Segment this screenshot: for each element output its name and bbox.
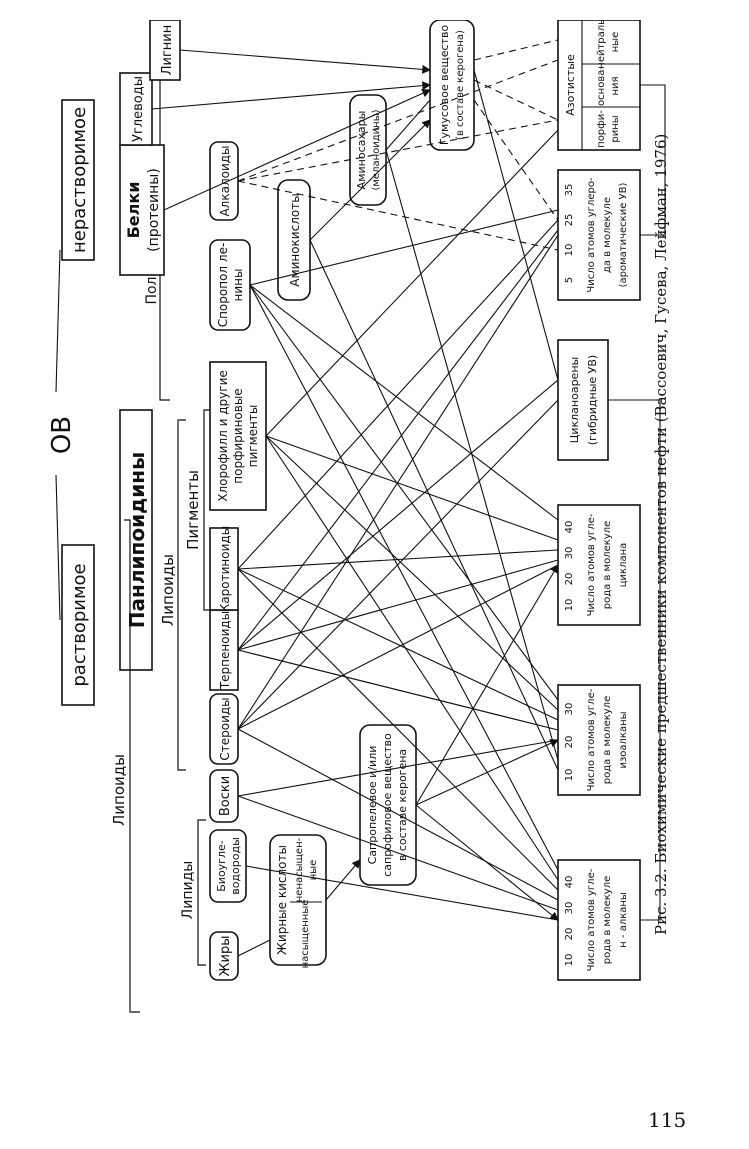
sapropel-label-2: сапрофиловое вещество [381, 733, 394, 877]
cyclanes-text-2: рода в молекуле [602, 521, 613, 609]
pigments-bracket [203, 409, 210, 611]
nitrogenous-bases-2: ния [610, 76, 621, 95]
waxes-label: Воски [218, 776, 233, 816]
ov-root-label: ОВ [47, 416, 77, 454]
figure-caption: Рис. 3.2. Биохимические предшественники … [652, 133, 670, 935]
connectors [151, 39, 666, 957]
fatty-acids-unsaturated-1: ненасыщен- [294, 837, 305, 902]
aromatic-text-1: Число атомов углеро- [586, 177, 597, 293]
proteins-label-2: (протеины) [146, 168, 162, 252]
amino-acids-label: Аминокислоты [288, 193, 302, 286]
insoluble-label: нерастворимое [69, 107, 90, 253]
sapropel-label-3: в составе керогена [396, 749, 409, 861]
lipoids-inner-label: Липоиды [159, 554, 177, 626]
n-alkanes-text-1: Число атомов угле- [586, 868, 597, 971]
fatty-acids-unsaturated-2: ные [308, 860, 319, 881]
nitrogenous-porphyrins-1: порфи- [596, 110, 607, 148]
cyclanes-tick-40: 40 [564, 521, 575, 534]
soluble-box [61, 544, 95, 706]
aromatic-tick-25: 25 [564, 214, 575, 227]
lipids-left-label: Липиды [180, 861, 196, 920]
aromatic-tick-35: 35 [564, 184, 575, 197]
carotenoids-label: Каротиноиды [218, 526, 232, 612]
isoalkanes-text-3: изоалканы [618, 711, 629, 768]
cyclanes-tick-10: 10 [564, 599, 575, 612]
nitrogenous-neutral-2: ные [610, 32, 621, 53]
carbohydrates-label: Углеводы [131, 76, 146, 142]
steroids-label: Стероиды [218, 697, 232, 760]
aromatic-product: 5 10 25 35 Число атомов углеро- да в мол… [557, 169, 641, 301]
humic-box [429, 19, 475, 151]
proteins-label-1: Белки [124, 182, 143, 239]
fatty-acids-saturated: насыщенные [300, 900, 311, 969]
cyclanes-text-3: циклана [618, 543, 629, 588]
alkaloids-label: Алкалоиды [218, 145, 232, 216]
panlipoidins-label: Панлипоидины [125, 452, 149, 628]
lipids-left-bracket [197, 819, 206, 966]
cyclanoarenes-text-1: Цикланоарены [568, 357, 581, 443]
n-alkanes-tick-30: 30 [564, 902, 575, 915]
nitrogenous-bases-1: основа- [596, 66, 607, 106]
fatty-acids-title: Жирные кислоты [275, 845, 289, 955]
sapropel-label-1: Сапропелевое и/или [366, 746, 379, 865]
chlorophyll-label-1: Хлорофилл и другие [216, 370, 230, 502]
biohydrocarbons-label-2: водороды [229, 837, 242, 895]
humic-label-1: Гумусовое вещество [438, 25, 451, 146]
page-number: 115 [648, 1108, 687, 1132]
melanoidins-label-2: (меланоидины) [371, 109, 382, 190]
lipoids-inner-bracket [177, 419, 186, 771]
panlipoidins-box [119, 409, 153, 671]
chlorophyll-label-2: порфириновые [231, 388, 245, 483]
isoalkanes-product: 10 20 30 Число атомов угле- рода в молек… [557, 684, 641, 796]
insoluble-box [61, 99, 95, 261]
nitrogenous-neutral-1: нейтраль- [596, 20, 607, 69]
nitrogenous-product: Азотистые порфи- рины основа- ния нейтра… [557, 15, 641, 151]
cyclanes-product: 10 20 30 40 Число атомов угле- рода в мо… [557, 504, 641, 626]
nitrogenous-title: Азотистые [564, 54, 577, 116]
lipids-bracket [124, 519, 140, 1013]
chlorophyll-label-3: пигменты [246, 405, 260, 468]
aromatic-text-3: (ароматические УВ) [618, 183, 629, 288]
terpenoids-label: Терпеноиды [218, 611, 232, 690]
n-alkanes-product: 10 20 30 40 Число атомов угле- рода в мо… [557, 859, 641, 981]
isoalkanes-tick-10: 10 [564, 769, 575, 782]
biohydrocarbons-label-1: Биоугле- [215, 840, 228, 892]
pigments-label: Пигменты [184, 470, 202, 550]
nitrogenous-porphyrins-2: рины [610, 115, 621, 142]
sporopollenin-label-1: Споропол ле- [216, 243, 230, 328]
humic-label-2: (в составе керогена) [455, 30, 466, 140]
cyclanes-tick-20: 20 [564, 573, 575, 586]
aromatic-text-2: да в молекуле [602, 197, 613, 273]
melanoidins-label-1: Аминосахары [355, 111, 368, 190]
n-alkanes-tick-10: 10 [564, 954, 575, 967]
isoalkanes-text-2: рода в молекуле [602, 696, 613, 784]
ov-root: ОВ [47, 249, 77, 621]
aromatic-tick-10: 10 [564, 244, 575, 257]
cyclanoarenes-product: Цикланоарены (гибридные УВ) [557, 339, 609, 461]
sporopollenin-label-2: нины [231, 269, 245, 302]
n-alkanes-tick-40: 40 [564, 876, 575, 889]
soluble-label: растворимое [69, 563, 90, 686]
cyclanes-text-1: Число атомов угле- [586, 513, 597, 616]
cyclanoarenes-text-2: (гибридные УВ) [586, 355, 599, 445]
isoalkanes-tick-20: 20 [564, 736, 575, 749]
diagram-canvas: ОВ растворимое нерастворимое Панлипоидин… [47, 15, 666, 1013]
aromatic-tick-5: 5 [564, 277, 575, 283]
isoalkanes-text-1: Число атомов угле- [586, 688, 597, 791]
fats-label: Жиры [218, 936, 233, 977]
lipoids-outer-label: Липоиды [110, 754, 128, 826]
cyclanes-tick-30: 30 [564, 547, 575, 560]
n-alkanes-text-2: рода в молекуле [602, 876, 613, 964]
lignin-label: Лигнин [160, 25, 175, 76]
n-alkanes-tick-20: 20 [564, 928, 575, 941]
isoalkanes-tick-30: 30 [564, 703, 575, 716]
n-alkanes-text-3: н - алканы [618, 892, 629, 948]
